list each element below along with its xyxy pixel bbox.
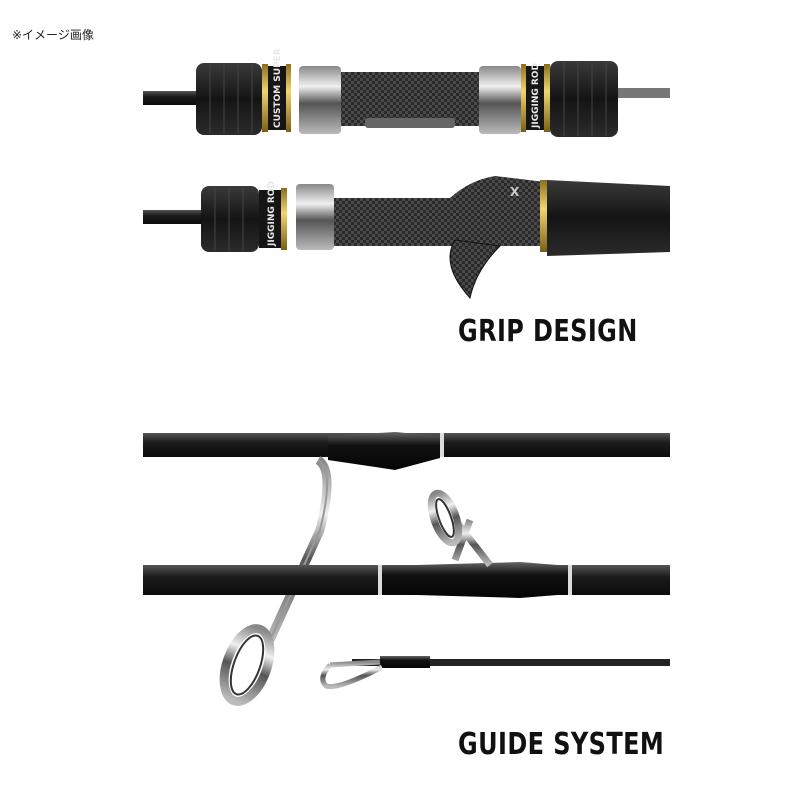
eva-rear-grip-casting <box>547 180 670 256</box>
chrome-hood-casting <box>296 184 334 250</box>
gold-ring-right <box>544 64 550 132</box>
trigger <box>449 239 502 300</box>
label-text-casting: JIGGING ROD <box>267 181 277 247</box>
tip-top-guide <box>320 659 384 690</box>
label-text-left: CUSTOM SUPER <box>273 48 283 128</box>
gold-ring-left-2 <box>286 64 291 132</box>
blank-casting <box>143 210 205 224</box>
casting-grip: JIGGING ROD X <box>143 176 670 300</box>
trim-band-upper <box>440 433 444 457</box>
carbon-reel-seat <box>341 72 479 126</box>
guide-wrap-middle <box>382 562 570 598</box>
label-band-casting <box>259 190 281 248</box>
spinning-grip: CUSTOM SUPER JIGGING ROD <box>143 48 670 137</box>
reel-seat-mark: X <box>510 185 520 199</box>
gold-ring-casting <box>281 188 287 250</box>
chrome-hood-right <box>479 66 521 134</box>
trim-band-mid-2 <box>568 565 572 595</box>
guide-ring-large <box>219 624 275 706</box>
eva-foregrip-casting <box>201 186 259 252</box>
eva-foregrip <box>196 63 262 135</box>
tip-wrap <box>380 656 430 668</box>
guide-frame-large <box>265 456 332 642</box>
blank-tip <box>352 659 670 666</box>
eva-ridges <box>209 64 253 134</box>
carbon-reel-seat-casting <box>334 176 545 246</box>
label-band-left <box>268 66 286 130</box>
gold-ring-casting-rear <box>540 180 547 252</box>
gold-ring-right-2 <box>521 64 526 132</box>
image-note: ※イメージ画像 <box>12 28 94 42</box>
guide-system <box>143 432 670 706</box>
guide-system-heading: GUIDE SYSTEM <box>458 727 665 762</box>
blank-left <box>143 91 198 105</box>
guide-wrap-upper <box>328 432 440 470</box>
eva-rear-grip <box>550 61 618 137</box>
eva-ridges-rear <box>563 62 607 136</box>
grip-design-heading: GRIP DESIGN <box>458 314 638 349</box>
guide-ring-medium <box>427 489 463 547</box>
blank-right <box>615 88 670 98</box>
label-text-right: JIGGING ROD <box>531 63 541 129</box>
chrome-hood-left <box>299 66 341 134</box>
gold-ring-left <box>262 64 268 132</box>
trim-band-mid-1 <box>378 565 382 595</box>
label-band-right <box>526 66 544 130</box>
reel-seat-window <box>365 118 455 128</box>
